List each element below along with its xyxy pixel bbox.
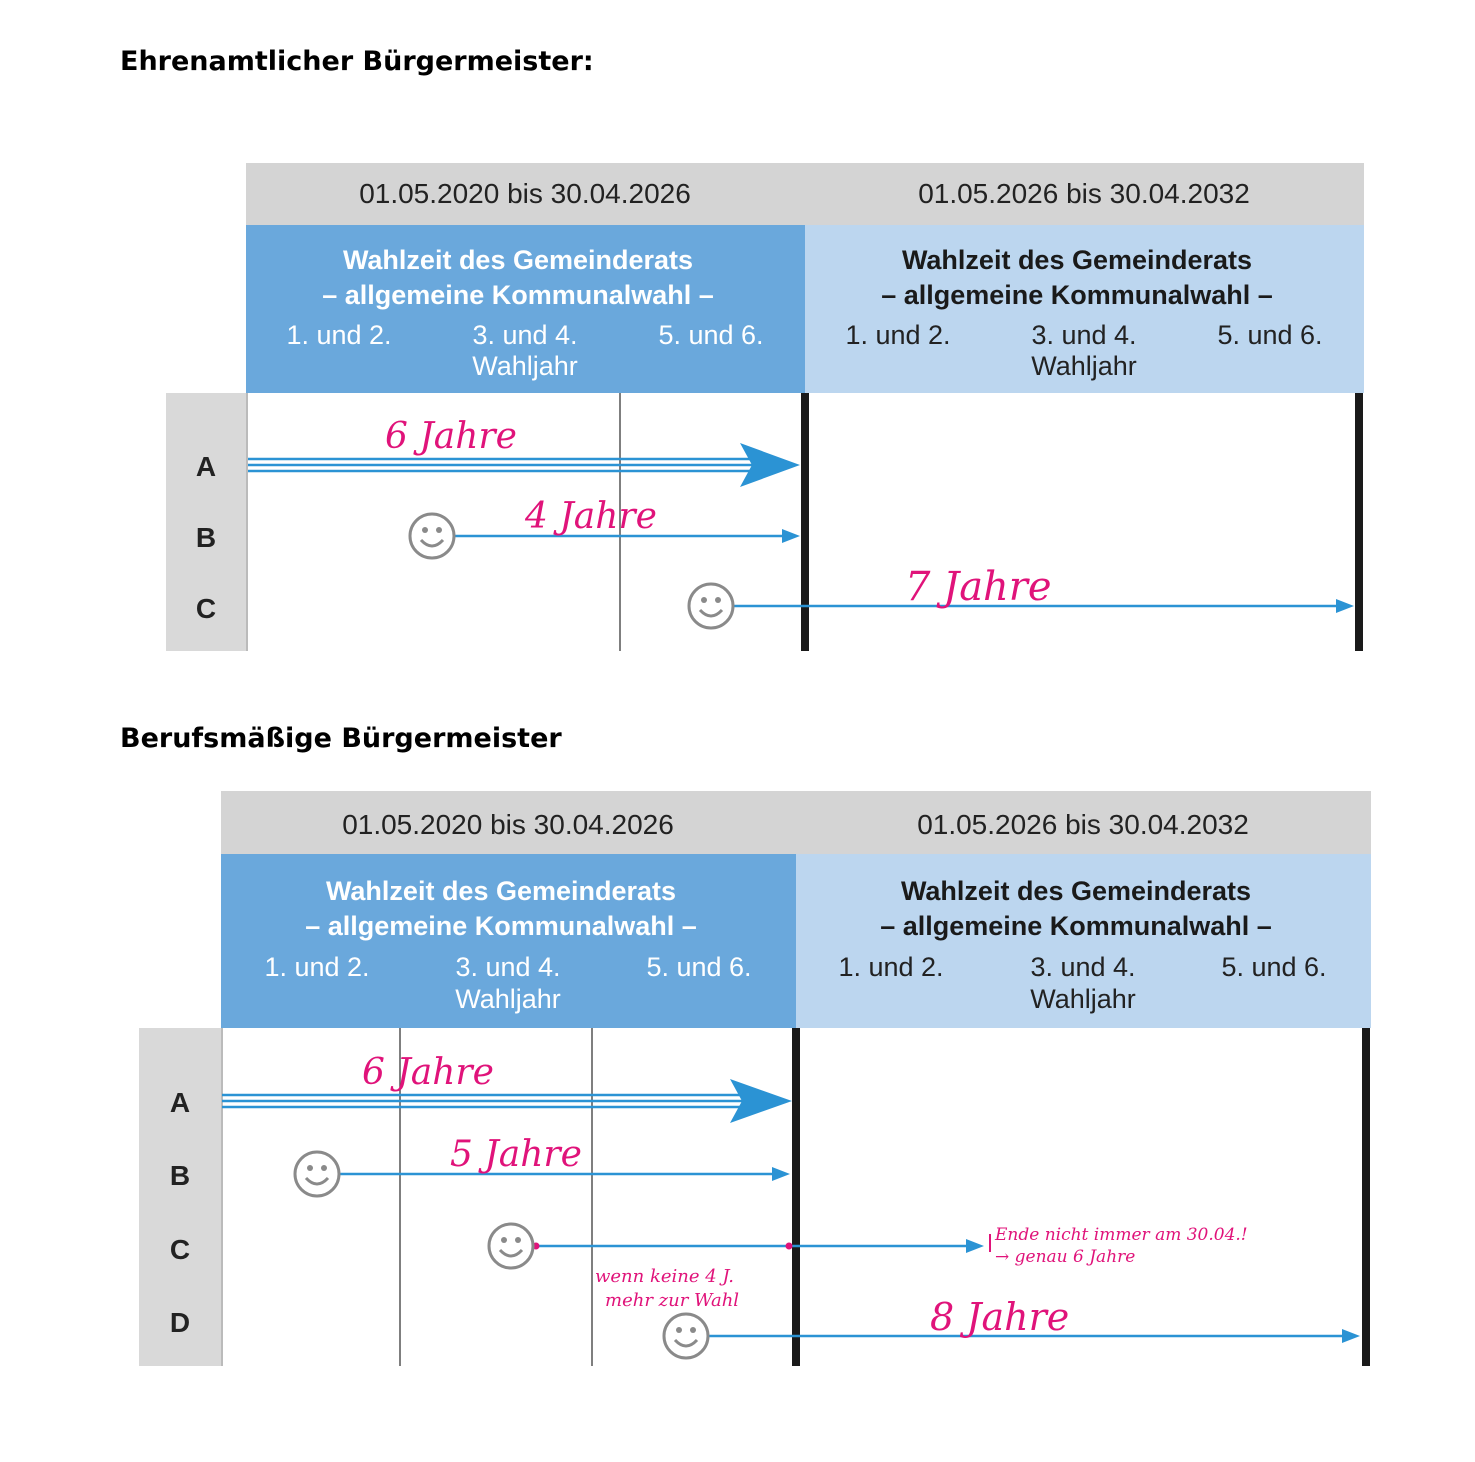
arrow-row-c — [734, 599, 1354, 613]
annotation-note-d-2: mehr zur Wahl — [605, 1290, 739, 1311]
diagram-berufsmaessig: 01.05.2020 bis 30.04.2026 01.05.2026 bis… — [139, 791, 1371, 1366]
arrow-icon — [730, 1079, 792, 1123]
period2-subtitle: – allgemeine Kommunalwahl – — [881, 280, 1273, 310]
heading-berufsmaessig: Berufsmäßige Bürgermeister — [120, 723, 562, 754]
smiley-icon — [293, 1150, 341, 1198]
smiley-icon — [687, 582, 735, 630]
annotation-5-jahre: 5 Jahre — [450, 1134, 582, 1175]
period2-year-2: 3. und 4. — [1030, 952, 1135, 982]
date-header-bar — [221, 791, 1371, 854]
arrow-row-b — [340, 1167, 790, 1181]
period1-year-1: 1. und 2. — [264, 952, 369, 982]
heading-ehrenamtlich: Ehrenamtlicher Bürgermeister: — [120, 46, 594, 77]
period1-block — [221, 854, 796, 1028]
row-label-c: C — [196, 593, 216, 624]
period2-title: Wahlzeit des Gemeinderats — [902, 245, 1252, 275]
diagram-ehrenamtlich: 01.05.2020 bis 30.04.2026 01.05.2026 bis… — [166, 163, 1364, 651]
period2-year-label: Wahljahr — [1030, 984, 1136, 1014]
period2-subtitle: – allgemeine Kommunalwahl – — [880, 911, 1272, 941]
period2-title: Wahlzeit des Gemeinderats — [901, 876, 1251, 906]
period1-year-label: Wahljahr — [455, 984, 561, 1014]
arrow-icon — [1336, 599, 1354, 613]
annotation-4-jahre: 4 Jahre — [524, 496, 657, 537]
period2-year-2: 3. und 4. — [1031, 320, 1136, 350]
annotation-note-c-1: Ende nicht immer am 30.04.! — [994, 1225, 1248, 1245]
annotation-note-c-2: → genau 6 Jahre — [995, 1247, 1135, 1267]
period1-year-2: 3. und 4. — [472, 320, 577, 350]
annotation-note-d-1: wenn keine 4 J. — [595, 1266, 734, 1287]
arrow-row-a — [222, 1079, 792, 1123]
period2-dates: 01.05.2026 bis 30.04.2032 — [917, 809, 1249, 840]
row-label-column — [139, 1028, 221, 1366]
row-label-a: A — [170, 1087, 190, 1118]
period2-block — [796, 854, 1371, 1028]
period2-year-3: 5. und 6. — [1221, 952, 1326, 982]
period1-year-1: 1. und 2. — [286, 320, 391, 350]
period2-year-1: 1. und 2. — [838, 952, 943, 982]
arrow-icon — [1342, 1329, 1360, 1343]
arrow-row-c — [532, 1234, 991, 1253]
arrow-row-b — [455, 529, 800, 543]
period1-title: Wahlzeit des Gemeinderats — [343, 245, 693, 275]
period1-subtitle: – allgemeine Kommunalwahl – — [322, 280, 714, 310]
period2-year-3: 5. und 6. — [1217, 320, 1322, 350]
arrow-row-a — [248, 443, 800, 487]
period1-dates: 01.05.2020 bis 30.04.2026 — [342, 809, 674, 840]
annotation-6-jahre: 6 Jahre — [385, 416, 517, 457]
annotation-6-jahre: 6 Jahre — [362, 1052, 494, 1093]
arrow-icon — [772, 1167, 790, 1181]
smiley-icon — [487, 1222, 535, 1270]
row-label-b: B — [196, 522, 216, 553]
period2-dates: 01.05.2026 bis 30.04.2032 — [918, 178, 1250, 209]
period1-title: Wahlzeit des Gemeinderats — [326, 876, 676, 906]
period1-dates: 01.05.2020 bis 30.04.2026 — [359, 178, 691, 209]
date-header-bar — [246, 163, 1364, 225]
period2-year-1: 1. und 2. — [845, 320, 950, 350]
row-label-d: D — [170, 1307, 190, 1338]
annotation-8-jahre: 8 Jahre — [930, 1295, 1069, 1339]
period1-subtitle: – allgemeine Kommunalwahl – — [305, 911, 697, 941]
row-label-column — [166, 393, 246, 651]
row-label-a: A — [196, 451, 216, 482]
period2-year-label: Wahljahr — [1031, 351, 1137, 381]
arrow-icon — [782, 529, 800, 543]
period1-block — [246, 225, 805, 393]
row-label-c: C — [170, 1234, 190, 1265]
arrow-icon — [740, 443, 800, 487]
period1-year-label: Wahljahr — [472, 351, 578, 381]
arrow-row-d — [709, 1329, 1360, 1343]
period1-year-2: 3. und 4. — [455, 952, 560, 982]
smiley-icon — [408, 512, 456, 560]
arrow-icon — [966, 1239, 984, 1253]
period1-year-3: 5. und 6. — [646, 952, 751, 982]
row-label-b: B — [170, 1160, 190, 1191]
smiley-icon — [662, 1312, 710, 1360]
period2-block — [805, 225, 1364, 393]
annotation-7-jahre: 7 Jahre — [905, 564, 1052, 610]
period1-year-3: 5. und 6. — [658, 320, 763, 350]
